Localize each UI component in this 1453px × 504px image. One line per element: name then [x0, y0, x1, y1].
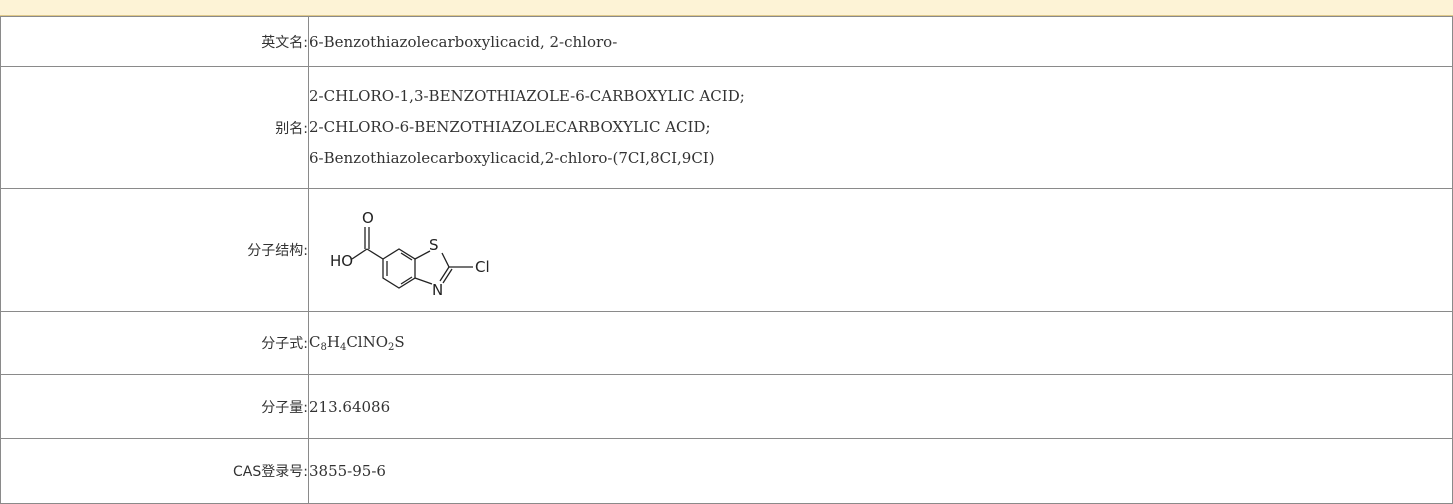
alias-1: 2-CHLORO-1,3-BENZOTHIAZOLE-6-CARBOXYLIC …	[309, 87, 745, 105]
weight-value: 213.64086	[308, 374, 1453, 439]
english-name-value: 6-Benzothiazolecarboxylicacid, 2-chloro-	[308, 16, 1453, 67]
alias-2: 2-CHLORO-6-BENZOTHIAZOLECARBOXYLIC ACID;	[309, 118, 711, 136]
row-formula: 分子式: C8H4ClNO2S	[0, 311, 1453, 375]
alias-3: 6-Benzothiazolecarboxylicacid,2-chloro-(…	[309, 149, 715, 167]
atom-cl-label: Cl	[475, 258, 490, 276]
compound-info-table: 英文名: 6-Benzothiazolecarboxylicacid, 2-ch…	[0, 16, 1453, 504]
atom-s-label: S	[429, 236, 439, 254]
formula-subscript: 8	[320, 342, 327, 353]
row-cas: CAS登录号: 3855-95-6	[0, 438, 1453, 504]
formula-label: 分子式:	[0, 311, 309, 375]
header-strip	[0, 0, 1453, 16]
row-molecular-weight: 分子量: 213.64086	[0, 374, 1453, 439]
row-structure: 分子结构:	[0, 188, 1453, 312]
english-name-label: 英文名:	[0, 16, 309, 67]
structure-value: O HO S Cl N	[308, 188, 1453, 312]
row-english-name: 英文名: 6-Benzothiazolecarboxylicacid, 2-ch…	[0, 16, 1453, 67]
row-aliases: 别名: 2-CHLORO-1,3-BENZOTHIAZOLE-6-CARBOXY…	[0, 66, 1453, 189]
weight-label: 分子量:	[0, 374, 309, 439]
formula-part: C	[309, 333, 321, 351]
aliases-label: 别名:	[0, 66, 309, 189]
atom-o-label: O	[362, 209, 374, 227]
aliases-value: 2-CHLORO-1,3-BENZOTHIAZOLE-6-CARBOXYLIC …	[308, 66, 1453, 189]
cas-value: 3855-95-6	[308, 438, 1453, 504]
formula-part: H	[326, 333, 340, 351]
formula-subscript: 2	[388, 342, 395, 353]
structure-label: 分子结构:	[0, 188, 309, 312]
formula-subscript: 4	[339, 342, 347, 353]
cas-label: CAS登录号:	[0, 438, 309, 504]
formula-part: ClNO	[346, 333, 389, 351]
formula-part: S	[394, 333, 405, 351]
atom-ho-label: HO	[330, 252, 353, 270]
molecule-structure-image: O HO S Cl N	[330, 209, 490, 296]
formula-value: C8H4ClNO2S	[308, 311, 1453, 375]
atom-n-label: N	[432, 281, 443, 296]
